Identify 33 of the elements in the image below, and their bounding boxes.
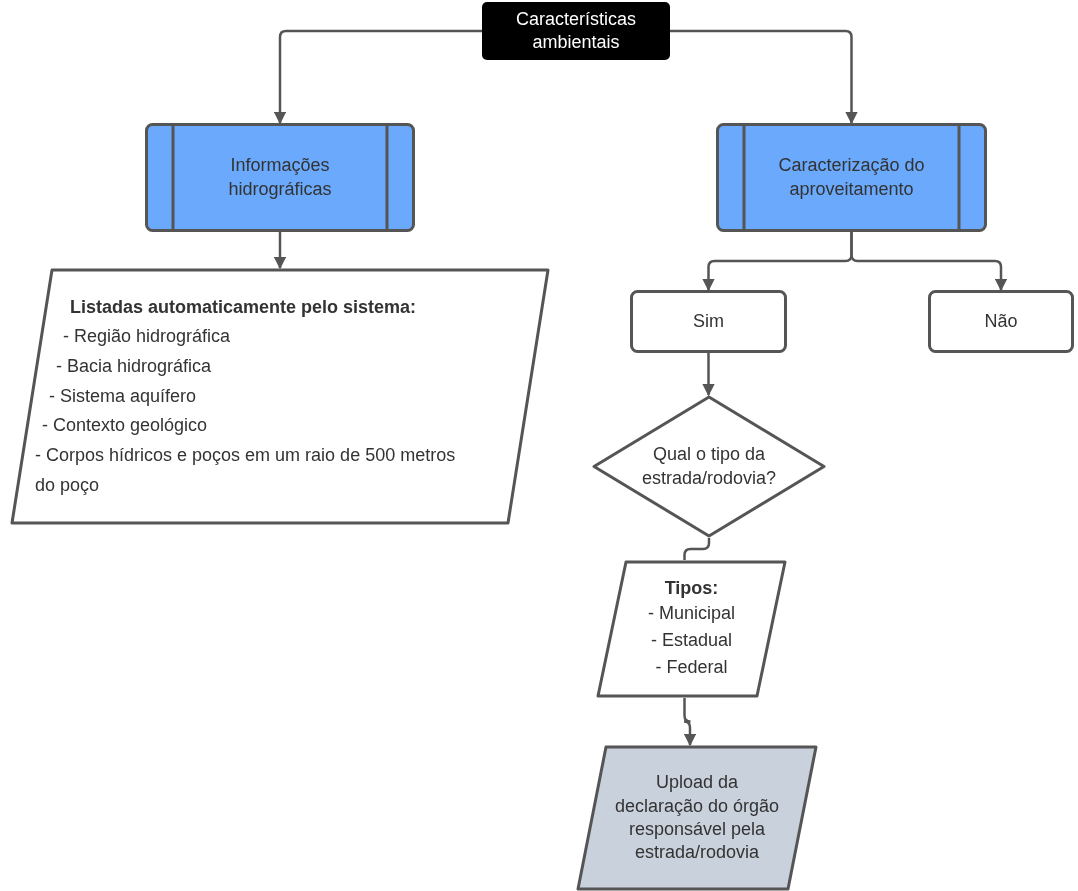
- list-item: - Sistema aquífero: [49, 384, 197, 408]
- option-box: [928, 290, 1074, 353]
- list-item: - Estadual: [650, 629, 732, 653]
- data-parallelogram: [10, 268, 550, 525]
- decision-diamond: [592, 395, 826, 538]
- start-box: [482, 2, 670, 60]
- node-label: Características ambientais: [514, 7, 637, 54]
- list-item: - Corpos hídricos e poços em um raio de 500 metros do poço: [35, 444, 457, 497]
- process-box: [716, 123, 987, 232]
- document-parallelogram: [576, 745, 818, 891]
- node-label: Informações hidrográficas: [227, 154, 333, 201]
- arrow: [850, 232, 1008, 292]
- arrow: [273, 232, 287, 270]
- arrow: [682, 698, 697, 747]
- arrow: [702, 353, 715, 397]
- node-label: Sim: [693, 309, 724, 333]
- list-item: - Bacia hidrográfica: [56, 354, 212, 378]
- node-label: Upload da declaração do órgão responsável pela estrada/rodovia: [613, 771, 781, 865]
- connector-line: [683, 538, 711, 560]
- node-label: Caracterização do aproveitamento: [777, 154, 926, 201]
- node-label: Não: [984, 309, 1018, 333]
- arrow: [273, 29, 482, 125]
- list-item: - Contexto geológico: [42, 414, 208, 438]
- list-item: - Região hidrográfica: [63, 325, 231, 349]
- heading-text: Listadas automaticamente pelo sistema:: [70, 295, 417, 319]
- list-item: - Municipal: [648, 602, 735, 626]
- arrow: [670, 29, 858, 125]
- data-parallelogram: [596, 560, 787, 698]
- node-label: Qual o tipo da estrada/rodovia?: [640, 443, 778, 490]
- option-box: [630, 290, 787, 353]
- list-item: - Federal: [655, 656, 728, 680]
- heading-text: Tipos:: [664, 576, 719, 600]
- process-box: [145, 123, 415, 232]
